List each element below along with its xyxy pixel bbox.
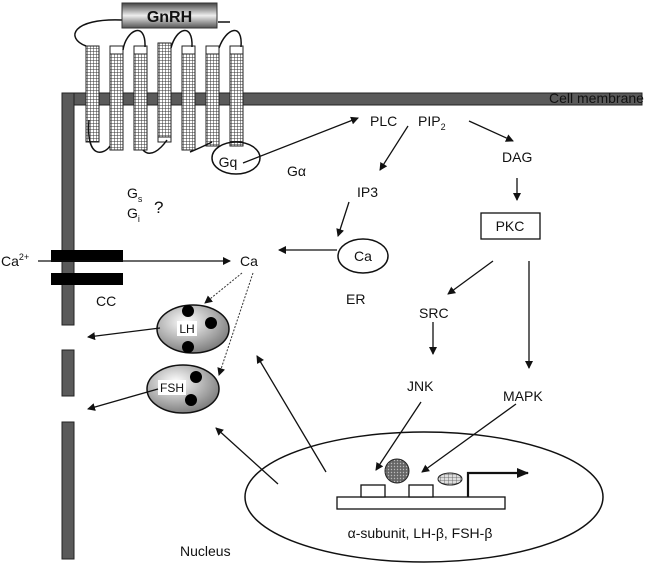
fsh-vesicle: FSH: [146, 364, 220, 414]
arrow-to-ip3: [379, 125, 409, 171]
arrow-ca-to-fsh-vesicle: [217, 272, 254, 376]
arrow-gq-to-plc: [242, 116, 359, 164]
fsh-label: FSH: [160, 381, 184, 395]
dag-label: DAG: [502, 149, 532, 165]
gene-promoter: [336, 458, 529, 510]
gi-label: Gi: [127, 205, 140, 224]
er-label: ER: [346, 291, 365, 307]
arrow-jnk-to-promoter: [375, 401, 422, 471]
arrow-nucleus-to-fsh: [215, 427, 279, 485]
arrow-to-dag: [468, 120, 514, 142]
cc-label: CC: [96, 293, 116, 309]
cytosolic-ca-label: Ca: [240, 253, 258, 269]
calcium-channel: [51, 250, 123, 285]
g-alpha-label: Gα: [287, 163, 306, 179]
plc-label: PLC: [370, 113, 397, 129]
arrow-ca-to-lh-vesicle: [204, 272, 243, 304]
mapk-label: MAPK: [503, 388, 543, 404]
nucleus-label: Nucleus: [180, 543, 231, 559]
arrow-fsh-secretion: [87, 388, 159, 411]
arrow-pkc-to-src: [447, 260, 494, 295]
lh-label: LH: [179, 322, 194, 336]
gnrh-receptor: [74, 19, 244, 154]
gq-label: Gq: [219, 154, 238, 170]
cell-membrane-label: Cell membrane: [549, 90, 644, 106]
extracellular-ca-label: Ca2+: [1, 252, 29, 269]
gq-protein: [211, 141, 261, 175]
cell-membrane: [61, 92, 643, 560]
gs-label: Gs: [127, 185, 143, 204]
er-calcium-store: [337, 238, 389, 274]
transcription-start-arrow: [466, 468, 529, 497]
arrow-ip3-to-er: [336, 201, 350, 237]
gene-list-label: α-subunit, LH-β, FSH-β: [348, 525, 493, 541]
src-label: SRC: [419, 305, 449, 321]
pkc-label: PKC: [496, 218, 525, 234]
lh-vesicle: LH: [156, 304, 230, 354]
gnrh-label: GnRH: [147, 9, 192, 26]
nucleus: [244, 431, 604, 563]
transcription-factor-jnk: [384, 458, 410, 484]
gnrh-ligand: GnRH: [121, 2, 218, 29]
jnk-label: JNK: [407, 378, 434, 394]
pip2-label: PIP2: [418, 113, 446, 132]
arrow-mapk-to-promoter: [421, 403, 517, 473]
er-ca-label: Ca: [354, 248, 372, 264]
arrow-lh-secretion: [87, 327, 161, 341]
pkc-box: [480, 212, 541, 240]
ip3-label: IP3: [357, 184, 378, 200]
transcription-factor-mapk: [437, 472, 463, 486]
unknown-g-protein-marker: ?: [154, 198, 163, 217]
arrow-nucleus-to-lh: [256, 355, 327, 473]
